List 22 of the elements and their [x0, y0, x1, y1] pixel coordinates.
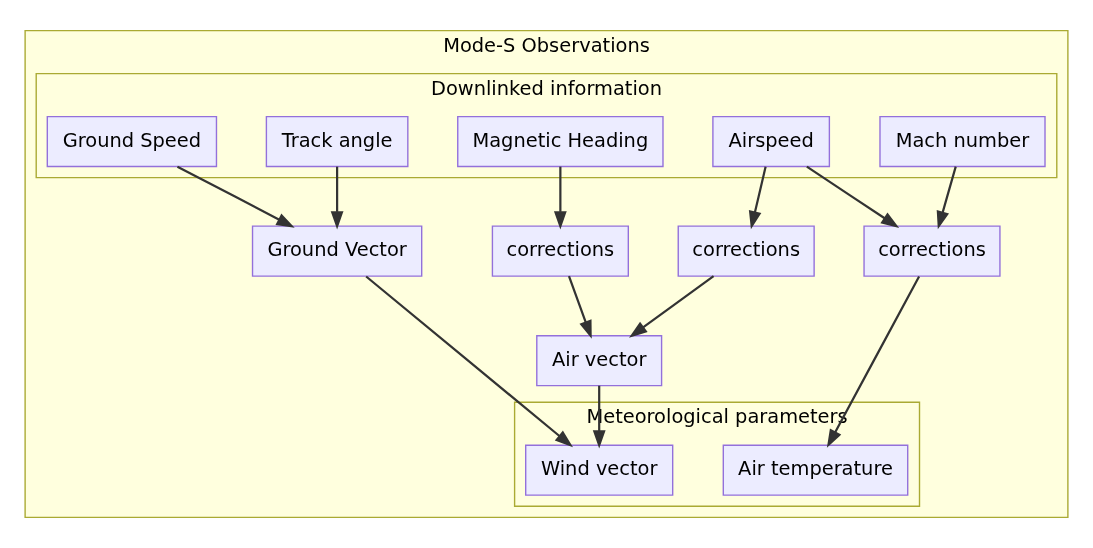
node-box: corrections: [863, 225, 1001, 277]
arrow: [176, 165, 295, 228]
node-box: Ground Speed: [46, 115, 218, 168]
arrow: [748, 166, 767, 230]
node-box: Wind vector: [525, 444, 674, 496]
arrow: [629, 275, 715, 338]
node-box: corrections: [491, 225, 629, 277]
arrow: [330, 166, 344, 230]
arrow: [936, 166, 957, 230]
node-box: Mach number: [879, 115, 1046, 168]
node-box: corrections: [677, 225, 815, 277]
arrow: [567, 275, 592, 339]
node-box: Air vector: [536, 335, 663, 387]
node-box: Ground Vector: [251, 225, 423, 277]
node-box: Air temperature: [722, 444, 909, 496]
arrow: [826, 275, 921, 448]
arrow: [365, 275, 573, 448]
arrow: [553, 166, 567, 230]
arrow: [806, 165, 900, 228]
node-box: Magnetic Heading: [457, 115, 664, 168]
node-box: Airspeed: [712, 115, 831, 168]
node-box: Track angle: [265, 115, 409, 168]
